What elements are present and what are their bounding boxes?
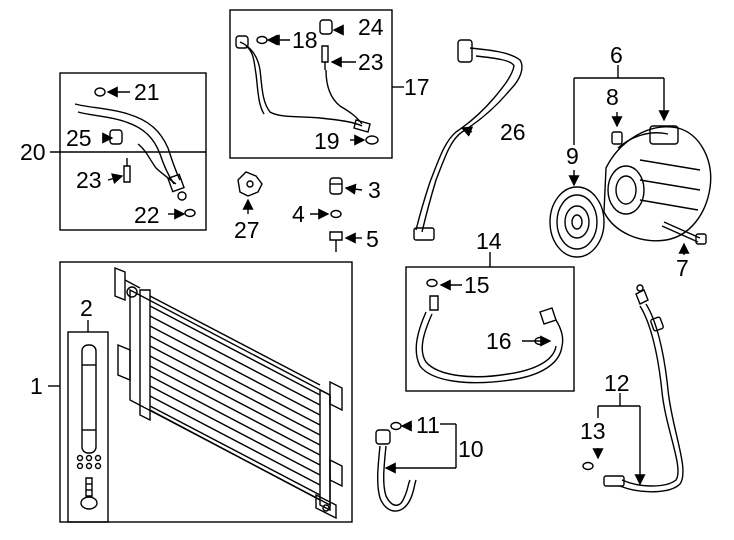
callout-26: 26 <box>500 119 526 145</box>
hose-12 <box>582 284 684 493</box>
callout-16: 16 <box>486 328 512 354</box>
callout-14: 14 <box>476 228 502 254</box>
callout-17: 17 <box>404 74 430 100</box>
callout-23-top: 23 <box>358 49 384 75</box>
callout-5: 5 <box>366 226 379 252</box>
callout-leaders <box>48 24 690 486</box>
callout-2: 2 <box>80 295 93 321</box>
callout-7: 7 <box>676 255 689 281</box>
callout-12: 12 <box>604 370 630 396</box>
callout-6: 6 <box>610 42 623 68</box>
drier-group-box <box>67 331 109 523</box>
hose-10 <box>375 421 417 512</box>
hose-26 <box>413 39 523 241</box>
callout-9: 9 <box>566 143 579 169</box>
hose-assembly-14 <box>415 278 564 384</box>
callout-1: 1 <box>30 373 43 399</box>
callout-23-left: 23 <box>76 167 102 193</box>
callout-8: 8 <box>606 84 619 110</box>
hose-17-group-box <box>229 9 393 159</box>
callout-13: 13 <box>580 418 606 444</box>
callout-4: 4 <box>292 201 305 227</box>
pressure-switch-group <box>329 177 343 252</box>
callout-27: 27 <box>234 217 260 243</box>
condenser-group-box <box>59 261 353 523</box>
callout-22: 22 <box>134 202 160 228</box>
hose-assembly-17 <box>235 19 379 145</box>
callout-25: 25 <box>66 125 92 151</box>
callout-21: 21 <box>134 79 160 105</box>
condenser <box>114 266 343 520</box>
callout-18: 18 <box>292 27 318 53</box>
callout-15: 15 <box>464 272 490 298</box>
callout-10: 10 <box>458 436 484 462</box>
callout-11: 11 <box>416 412 440 438</box>
bracket-27 <box>237 171 263 197</box>
callout-19: 19 <box>314 128 340 154</box>
callout-24: 24 <box>358 14 384 40</box>
callout-20: 20 <box>20 139 46 165</box>
compressor <box>549 125 712 258</box>
receiver-drier <box>76 344 102 510</box>
callout-3: 3 <box>368 177 381 203</box>
